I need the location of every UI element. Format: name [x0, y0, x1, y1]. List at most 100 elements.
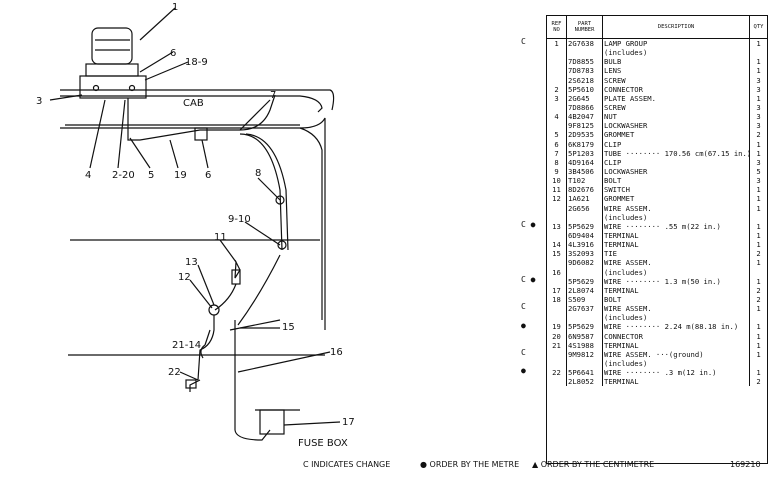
- clip-6-shape: [194, 127, 208, 141]
- qty-cell: [750, 213, 767, 222]
- callout-2-20: 2-20: [112, 170, 135, 181]
- description-cell: WIRE ASSEM.: [603, 304, 750, 314]
- part-number-cell: 7D8783: [567, 66, 603, 76]
- qty-cell: 3: [756, 75, 761, 85]
- callout-15: 15: [282, 322, 295, 333]
- callout-16: 16: [330, 347, 343, 358]
- qty-cell: 1: [756, 240, 761, 250]
- part-number-cell: 8D2676: [567, 185, 603, 195]
- part-number-cell: 6K8179: [567, 139, 603, 149]
- description-cell: WIRE ········ 1.3 m(50 in.): [603, 276, 750, 286]
- ref-cell: 8: [547, 157, 567, 167]
- ref-cell: 19: [547, 322, 567, 332]
- ref-cell: [547, 212, 567, 222]
- qty-cell: 1: [756, 331, 761, 341]
- part-number-cell: [567, 48, 603, 58]
- ref-cell: [547, 57, 567, 67]
- ref-cell: 17: [547, 285, 567, 295]
- part-number-cell: 6N9587: [567, 331, 603, 341]
- qty-cell: 1: [756, 304, 761, 314]
- legend-centimetre: ▲ ORDER BY THE CENTIMETRE: [532, 460, 655, 469]
- part-number-cell: [567, 267, 603, 277]
- tube-7: [239, 133, 283, 251]
- ref-cell: 9: [547, 166, 567, 177]
- ref-cell: [547, 48, 567, 58]
- part-number-cell: 5P5629: [567, 221, 603, 231]
- callout-labels: 1 6 18-9 3 7 4 2-20 5 19 6 8 9-10 11 13 …: [36, 2, 355, 428]
- qty-cell: 1: [756, 57, 761, 67]
- ref-cell: [547, 313, 567, 323]
- callout-6: 6: [170, 48, 176, 59]
- ref-cell: [547, 276, 567, 286]
- description-cell: TERMINAL: [603, 240, 750, 250]
- parts-list-header: REF NO PART NUMBER DESCRIPTION QTY: [547, 16, 767, 39]
- change-mark: C ●: [521, 274, 536, 284]
- callout-6b: 6: [205, 170, 211, 181]
- description-cell: WIRE ········ .3 m(12 in.): [603, 368, 750, 378]
- table-row: (includes): [547, 313, 767, 323]
- cab-rear-wall: [60, 127, 323, 320]
- callout-13: 13: [185, 257, 198, 268]
- description-cell: LENS: [603, 66, 750, 76]
- part-number-cell: [567, 313, 603, 323]
- description-cell: CONNECTOR: [603, 331, 750, 341]
- callout-18-9: 18-9: [185, 57, 208, 68]
- ref-cell: 14: [547, 240, 567, 250]
- part-number-cell: 4S1988: [567, 340, 603, 350]
- qty-cell: 2: [756, 285, 761, 295]
- qty-cell: 1: [756, 340, 761, 350]
- description-cell: (includes): [603, 48, 750, 58]
- callout-8: 8: [255, 168, 261, 179]
- ref-cell: 22: [547, 368, 567, 378]
- callout-4: 4: [85, 170, 91, 181]
- ref-cell: [547, 358, 567, 369]
- description-cell: (includes): [603, 313, 750, 323]
- part-number-cell: 9M9812: [567, 349, 603, 359]
- callout-1: 1: [172, 2, 178, 13]
- description-cell: (includes): [603, 212, 750, 222]
- qty-cell: 1: [756, 194, 761, 204]
- cab-label: CAB: [183, 98, 204, 109]
- wiring-diagram: CAB FUSE BOX 1 6 18-9 3 7 4 2-20 5 19 6 …: [36, 2, 355, 449]
- wire-19: [127, 94, 276, 141]
- part-number-cell: 5P6641: [567, 368, 603, 378]
- description-cell: GROMMET: [603, 194, 750, 204]
- description-cell: TERMINAL: [603, 285, 750, 295]
- part-number-cell: 2G656: [567, 203, 603, 213]
- description-cell: SCREW: [603, 75, 750, 85]
- description-cell: SCREW: [603, 102, 750, 113]
- part-number-cell: 4B2047: [567, 112, 603, 122]
- header-description: DESCRIPTION: [603, 16, 750, 38]
- ref-cell: [547, 258, 567, 268]
- ref-cell: 6: [547, 139, 567, 149]
- part-number-cell: 4D9164: [567, 157, 603, 167]
- callout-22: 22: [168, 367, 181, 378]
- ref-cell: [547, 230, 567, 241]
- ref-cell: 15: [547, 249, 567, 259]
- part-number-cell: 2D9535: [567, 130, 603, 140]
- part-number-cell: 5P5629: [567, 322, 603, 332]
- lamp-plate-shape: [79, 75, 147, 99]
- ref-cell: 13: [547, 221, 567, 231]
- ref-cell: [547, 349, 567, 359]
- qty-cell: [750, 359, 767, 368]
- legend-change: C INDICATES CHANGE: [303, 460, 391, 469]
- description-cell: BOLT: [603, 176, 750, 186]
- description-cell: WIRE ASSEM. ···(ground): [603, 349, 750, 359]
- lamp-base-shape: [85, 63, 139, 77]
- qty-cell: 2: [756, 377, 761, 387]
- part-number-cell: 9F8125: [567, 121, 603, 131]
